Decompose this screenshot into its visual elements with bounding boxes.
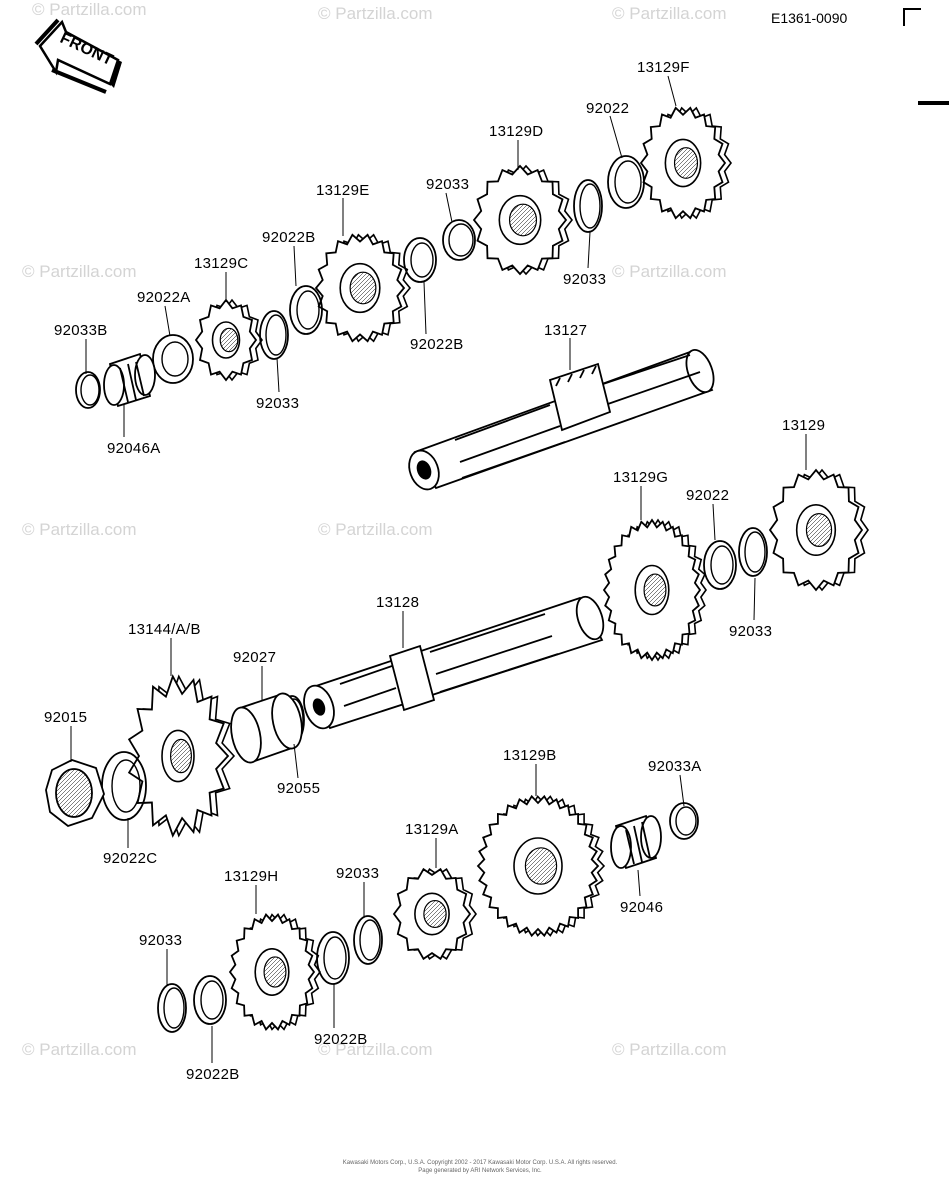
watermark: © Partzilla.com bbox=[612, 4, 727, 23]
copyright-notice: Kawasaki Motors Corp., U.S.A. Copyright … bbox=[300, 1159, 660, 1175]
part-label-13128[interactable]: 13128 bbox=[376, 594, 420, 611]
part-label-92022A[interactable]: 92022A bbox=[137, 289, 191, 306]
shaft-13127 bbox=[408, 349, 715, 491]
circlip-92033 bbox=[259, 310, 289, 360]
needle-bearing-92046 bbox=[610, 814, 662, 870]
washer-92022A bbox=[152, 334, 194, 384]
circlip-92033 bbox=[442, 219, 476, 261]
part-label-92022B[interactable]: 92022B bbox=[410, 336, 464, 353]
gear-13129E bbox=[314, 233, 412, 343]
washer-92022B bbox=[193, 975, 227, 1025]
watermark: © Partzilla.com bbox=[22, 520, 137, 539]
corner-bracket bbox=[903, 8, 921, 26]
washer-92022C bbox=[101, 751, 147, 821]
part-label-92033[interactable]: 92033 bbox=[563, 271, 607, 288]
watermark: © Partzilla.com bbox=[22, 1040, 137, 1059]
nut-92015 bbox=[45, 759, 105, 828]
part-label-13129[interactable]: 13129 bbox=[782, 417, 826, 434]
shaft-13128 bbox=[303, 595, 605, 730]
collar-92027 bbox=[230, 692, 303, 764]
part-label-92033B[interactable]: 92033B bbox=[54, 322, 108, 339]
watermark: © Partzilla.com bbox=[318, 4, 433, 23]
gear-13129B bbox=[476, 794, 606, 938]
copyright-line: Page generated by ARI Network Services, … bbox=[418, 1168, 542, 1174]
copyright-line: Kawasaki Motors Corp., U.S.A. Copyright … bbox=[342, 1160, 618, 1166]
washer-92022 bbox=[607, 155, 645, 209]
part-label-92027[interactable]: 92027 bbox=[233, 649, 277, 666]
part-label-92033[interactable]: 92033 bbox=[256, 395, 300, 412]
circlip-92033B bbox=[75, 371, 101, 409]
part-label-92022[interactable]: 92022 bbox=[686, 487, 730, 504]
watermark: © Partzilla.com bbox=[32, 0, 147, 19]
part-label-92033[interactable]: 92033 bbox=[336, 865, 380, 882]
needle-bearing-92046A bbox=[103, 352, 156, 408]
washer-92022 bbox=[703, 540, 737, 590]
part-label-92022B[interactable]: 92022B bbox=[262, 229, 316, 246]
part-label-13129H[interactable]: 13129H bbox=[224, 868, 279, 885]
watermark: © Partzilla.com bbox=[612, 262, 727, 281]
gear-13129C bbox=[194, 298, 263, 382]
watermark: © Partzilla.com bbox=[22, 262, 137, 281]
part-label-92046[interactable]: 92046 bbox=[620, 899, 664, 916]
circlip-92033 bbox=[738, 527, 768, 577]
gear-13129F bbox=[639, 106, 733, 220]
washer-92022B bbox=[289, 285, 323, 335]
part-label-13129D[interactable]: 13129D bbox=[489, 123, 544, 140]
gear-13129G bbox=[602, 518, 707, 662]
part-label-92055[interactable]: 92055 bbox=[277, 780, 321, 797]
front-arrow-icon bbox=[34, 18, 122, 94]
part-label-92033[interactable]: 92033 bbox=[139, 932, 183, 949]
part-label-92022B[interactable]: 92022B bbox=[314, 1031, 368, 1048]
part-label-92015[interactable]: 92015 bbox=[44, 709, 88, 726]
circlip-92033A bbox=[669, 802, 699, 840]
part-label-13129E[interactable]: 13129E bbox=[316, 182, 370, 199]
washer-92022B bbox=[403, 237, 437, 283]
sprocket-13144AB bbox=[127, 674, 236, 838]
part-label-92022C[interactable]: 92022C bbox=[103, 850, 158, 867]
part-label-92033[interactable]: 92033 bbox=[426, 176, 470, 193]
part-label-13129A[interactable]: 13129A bbox=[405, 821, 459, 838]
watermark: © Partzilla.com bbox=[318, 520, 433, 539]
part-label-13129B[interactable]: 13129B bbox=[503, 747, 557, 764]
gear-13129D bbox=[472, 164, 574, 276]
part-label-92033A[interactable]: 92033A bbox=[648, 758, 702, 775]
gear-13129 bbox=[768, 468, 869, 592]
part-label-92033[interactable]: 92033 bbox=[729, 623, 773, 640]
gear-13129H bbox=[228, 913, 321, 1031]
circlip-92033 bbox=[157, 983, 187, 1033]
watermark: © Partzilla.com bbox=[318, 1040, 433, 1059]
watermark: © Partzilla.com bbox=[612, 1040, 727, 1059]
washer-92022B bbox=[316, 931, 350, 985]
part-label-13129C[interactable]: 13129C bbox=[194, 255, 249, 272]
circlip-92033 bbox=[573, 179, 603, 233]
part-label-92022[interactable]: 92022 bbox=[586, 100, 630, 117]
gear-13129A bbox=[392, 867, 477, 961]
circlip-92033 bbox=[353, 915, 383, 965]
part-label-13129F[interactable]: 13129F bbox=[637, 59, 690, 76]
part-label-13129G[interactable]: 13129G bbox=[613, 469, 669, 486]
part-label-92046A[interactable]: 92046A bbox=[107, 440, 161, 457]
edge-mark bbox=[918, 101, 949, 105]
part-label-92022B[interactable]: 92022B bbox=[186, 1066, 240, 1083]
part-label-13144AB[interactable]: 13144/A/B bbox=[128, 621, 201, 638]
diagram-code: E1361-0090 bbox=[771, 10, 848, 26]
part-label-13127[interactable]: 13127 bbox=[544, 322, 588, 339]
